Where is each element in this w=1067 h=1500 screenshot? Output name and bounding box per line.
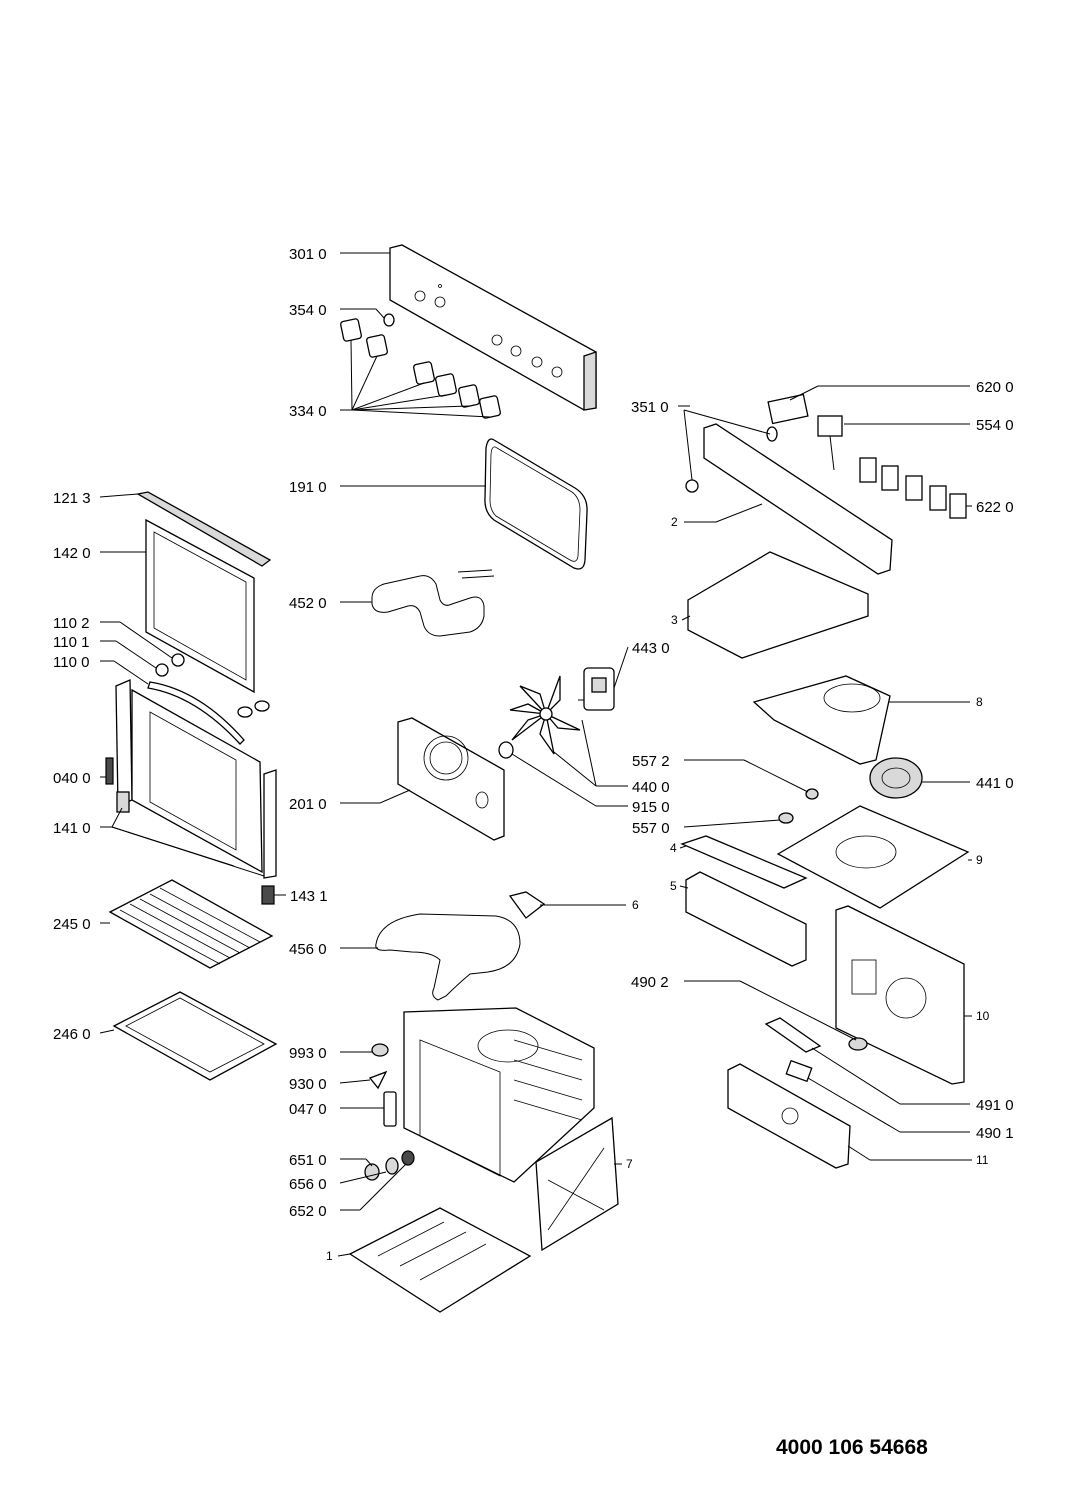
- label-047-0: 047 0: [289, 1101, 327, 1118]
- label-622-0: 622 0: [976, 499, 1014, 516]
- label-10: 10: [976, 1009, 990, 1023]
- channel-part: [680, 835, 808, 889]
- label-334-0: 334 0: [289, 403, 327, 420]
- label-191-0: 191 0: [289, 479, 327, 496]
- door-clip-part: [261, 885, 275, 905]
- label-354-0: 354 0: [289, 302, 327, 319]
- rear-panel-part: [397, 717, 505, 841]
- push-button-part: [383, 313, 395, 327]
- top-cover-part: [776, 805, 970, 909]
- switches-part: [767, 393, 967, 519]
- grill-element-part: [371, 569, 495, 637]
- label-143-1: 143 1: [290, 888, 328, 905]
- fan-nut-part: [498, 741, 514, 759]
- fan-blade-part: [509, 675, 581, 755]
- callout-labels: 301 0 354 0 334 0 191 0 452 0 121 3 142 …: [53, 246, 1014, 1263]
- circular-element-part: [375, 913, 521, 1001]
- label-915-0: 915 0: [632, 799, 670, 816]
- oven-cavity-part: [403, 1007, 595, 1183]
- label-557-0: 557 0: [632, 820, 670, 837]
- bracket-part: [508, 891, 546, 919]
- label-7: 7: [626, 1157, 633, 1171]
- baking-tray-part: [112, 991, 278, 1081]
- label-441-0: 441 0: [976, 775, 1014, 792]
- label-4: 4: [670, 841, 677, 855]
- outer-door-part: [105, 679, 277, 879]
- label-201-0: 201 0: [289, 796, 327, 813]
- air-duct-part: [752, 675, 891, 765]
- label-110-2: 110 2: [53, 615, 89, 632]
- label-1: 1: [326, 1249, 333, 1263]
- label-245-0: 245 0: [53, 916, 91, 933]
- side-frame-part: [535, 1116, 619, 1252]
- side-bracket-part: [685, 871, 807, 967]
- door-seal-part: [484, 438, 588, 570]
- control-bracket-part: [685, 423, 893, 575]
- inner-glass-part: [145, 518, 255, 694]
- label-456-0: 456 0: [289, 941, 327, 958]
- label-554-0: 554 0: [976, 417, 1014, 434]
- label-490-2: 490 2: [631, 974, 669, 991]
- label-490-1: 490 1: [976, 1125, 1014, 1142]
- door-trim-part: [136, 491, 272, 567]
- label-440-0: 440 0: [632, 779, 670, 796]
- label-651-0: 651 0: [289, 1152, 327, 1169]
- label-110-0: 110 0: [53, 654, 89, 671]
- control-knobs-part: [340, 318, 501, 419]
- control-panel-part: [389, 244, 597, 411]
- label-351-0: 351 0: [631, 399, 669, 416]
- label-656-0: 656 0: [289, 1176, 327, 1193]
- label-443-0: 443 0: [632, 640, 670, 657]
- label-652-0: 652 0: [289, 1203, 327, 1220]
- label-8: 8: [976, 695, 983, 709]
- label-9: 9: [976, 853, 983, 867]
- label-5: 5: [670, 879, 677, 893]
- electronics-cover-part: [687, 551, 869, 659]
- label-301-0: 301 0: [289, 246, 327, 263]
- small-fittings-part: [364, 1043, 415, 1181]
- label-452-0: 452 0: [289, 595, 327, 612]
- label-930-0: 930 0: [289, 1076, 327, 1093]
- bottom-cover-part: [348, 1207, 532, 1313]
- document-number: 4000 106 54668: [776, 1436, 928, 1459]
- label-6: 6: [632, 898, 639, 912]
- label-620-0: 620 0: [976, 379, 1014, 396]
- label-2: 2: [671, 515, 678, 529]
- label-11: 11: [976, 1153, 989, 1167]
- leader-lines: [99, 252, 972, 1257]
- wire-shelf-part: [108, 879, 274, 969]
- terminal-parts: [727, 1017, 868, 1169]
- cooling-fan-part: [869, 757, 923, 799]
- label-142-0: 142 0: [53, 545, 91, 562]
- label-141-0: 141 0: [53, 820, 91, 837]
- label-110-1: 110 1: [53, 634, 89, 651]
- label-491-0: 491 0: [976, 1097, 1014, 1114]
- thermostats-part: [778, 788, 819, 824]
- label-246-0: 246 0: [53, 1026, 91, 1043]
- label-557-2: 557 2: [632, 753, 670, 770]
- label-040-0: 040 0: [53, 770, 91, 787]
- door-fittings-part: [147, 653, 270, 745]
- label-993-0: 993 0: [289, 1045, 327, 1062]
- back-cover-part: [835, 905, 965, 1085]
- fan-motor-part: [578, 667, 615, 711]
- label-3: 3: [671, 613, 678, 627]
- label-121-3: 121 3: [53, 490, 91, 507]
